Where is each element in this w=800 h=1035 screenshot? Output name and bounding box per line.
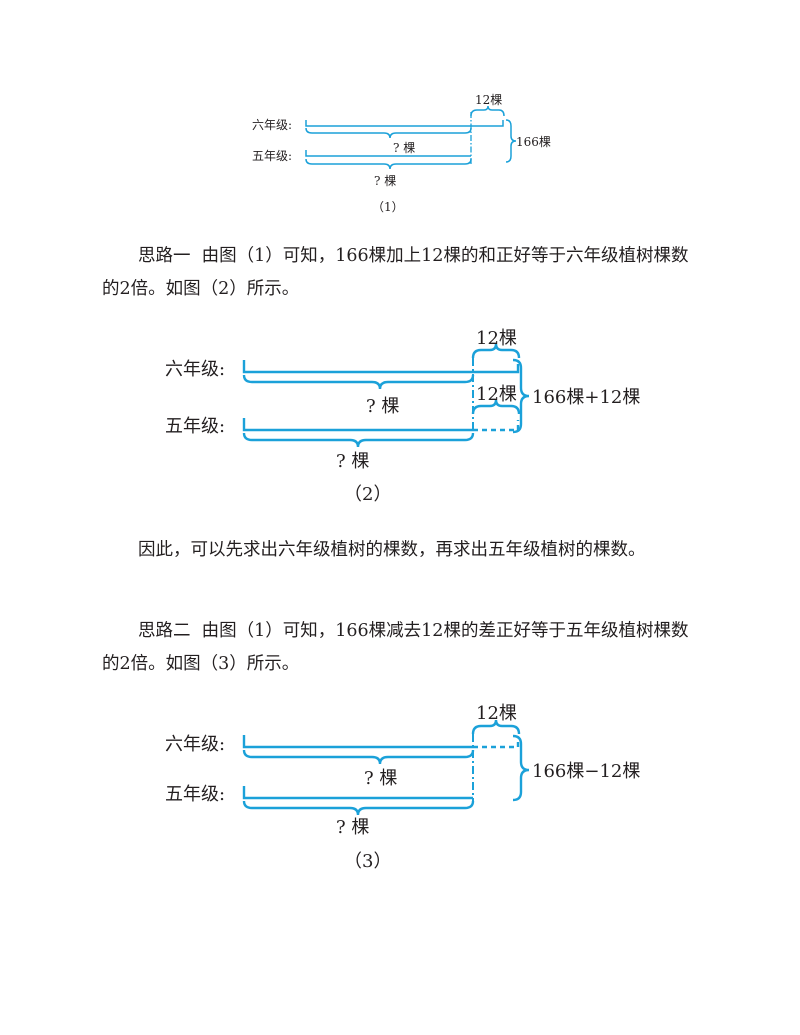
fig1-top-brace [470,105,505,117]
fig1-right-brace [505,119,517,163]
fig2-bar-five [242,418,473,432]
fig2-top-brace [471,343,521,359]
fig1-lower-brace-label: ? 棵 [374,173,396,188]
figure-1-diagram: 六年级: 五年级: 12棵 ? 棵 ? 棵 166棵 （1） [252,92,551,214]
fig3-top-brace [471,719,521,735]
fig2-row1-label: 六年级: [165,359,225,380]
paragraph-3-text: 由图（1）可知，166棵减去12棵的差正好等于五年级植树棵数的2倍。如图（3）所… [102,621,689,674]
fig2-bar-five-extension [473,420,520,432]
fig1-right-brace-label: 166棵 [516,134,551,149]
fig1-inner-brace-label: ? 棵 [393,140,415,155]
fig3-row2-label: 五年级: [165,784,225,805]
paragraph-1-text: 由图（1）可知，166棵加上12棵的和正好等于六年级植树棵数的2倍。如图（2）所… [102,246,689,299]
fig1-top-brace-label: 12棵 [475,92,502,107]
fig3-row1-label: 六年级: [165,734,225,755]
fig2-row2-label: 五年级: [165,416,225,437]
paragraph-1: 思路一 由图（1）可知，166棵加上12棵的和正好等于六年级植树棵数的2倍。如图… [102,240,702,306]
fig3-lower-brace-label: ? 棵 [336,817,369,838]
fig2-bar-six [242,360,520,374]
fig1-row1-label: 六年级: [252,118,292,132]
fig1-lower-brace [305,158,472,170]
fig3-inner-brace-label: ? 棵 [364,768,397,789]
fig2-middle-brace [471,399,521,415]
figure-2-diagram: 六年级: 五年级: 12棵 ? 棵 12棵 ? 棵 166棵+12棵 （2） [165,328,640,505]
paragraph-1-lead: 思路一 [138,246,191,266]
fig2-right-brace [512,358,530,434]
fig1-bar-six [305,120,504,127]
fig3-bar-five [242,786,473,800]
figure-3-diagram: 六年级: 五年级: 12棵 ? 棵 ? 棵 166棵−12棵 （3） [165,703,640,872]
fig3-right-brace [512,734,530,802]
fig1-bar-five [305,150,471,157]
fig1-inner-brace [305,127,472,139]
paragraph-3-lead: 思路二 [138,621,191,641]
fig1-caption: （1） [372,200,404,214]
fig2-right-brace-label: 166棵+12棵 [532,387,640,408]
paragraph-2-text: 因此，可以先求出六年级植树的棵数，再求出五年级植树的棵数。 [138,540,646,560]
fig2-lower-brace [242,432,475,448]
fig3-lower-brace [242,800,475,816]
fig3-top-brace-label: 12棵 [476,703,517,724]
fig1-row2-label: 五年级: [252,149,292,163]
fig2-middle-brace-label: 12棵 [476,384,517,405]
fig2-inner-brace [242,374,475,390]
fig3-right-brace-label: 166棵−12棵 [532,761,640,782]
fig3-caption: （3） [344,851,391,872]
fig3-bar-six-extension [473,737,520,749]
fig2-inner-brace-label: ? 棵 [366,396,399,417]
paragraph-3: 思路二 由图（1）可知，166棵减去12棵的差正好等于五年级植树棵数的2倍。如图… [102,615,702,681]
fig3-inner-brace [242,749,475,765]
paragraph-2: 因此，可以先求出六年级植树的棵数，再求出五年级植树的棵数。 [102,534,702,567]
fig3-bar-six [242,735,473,749]
fig2-caption: （2） [344,484,391,505]
fig2-top-brace-label: 12棵 [476,328,517,349]
fig2-lower-brace-label: ? 棵 [336,451,369,472]
